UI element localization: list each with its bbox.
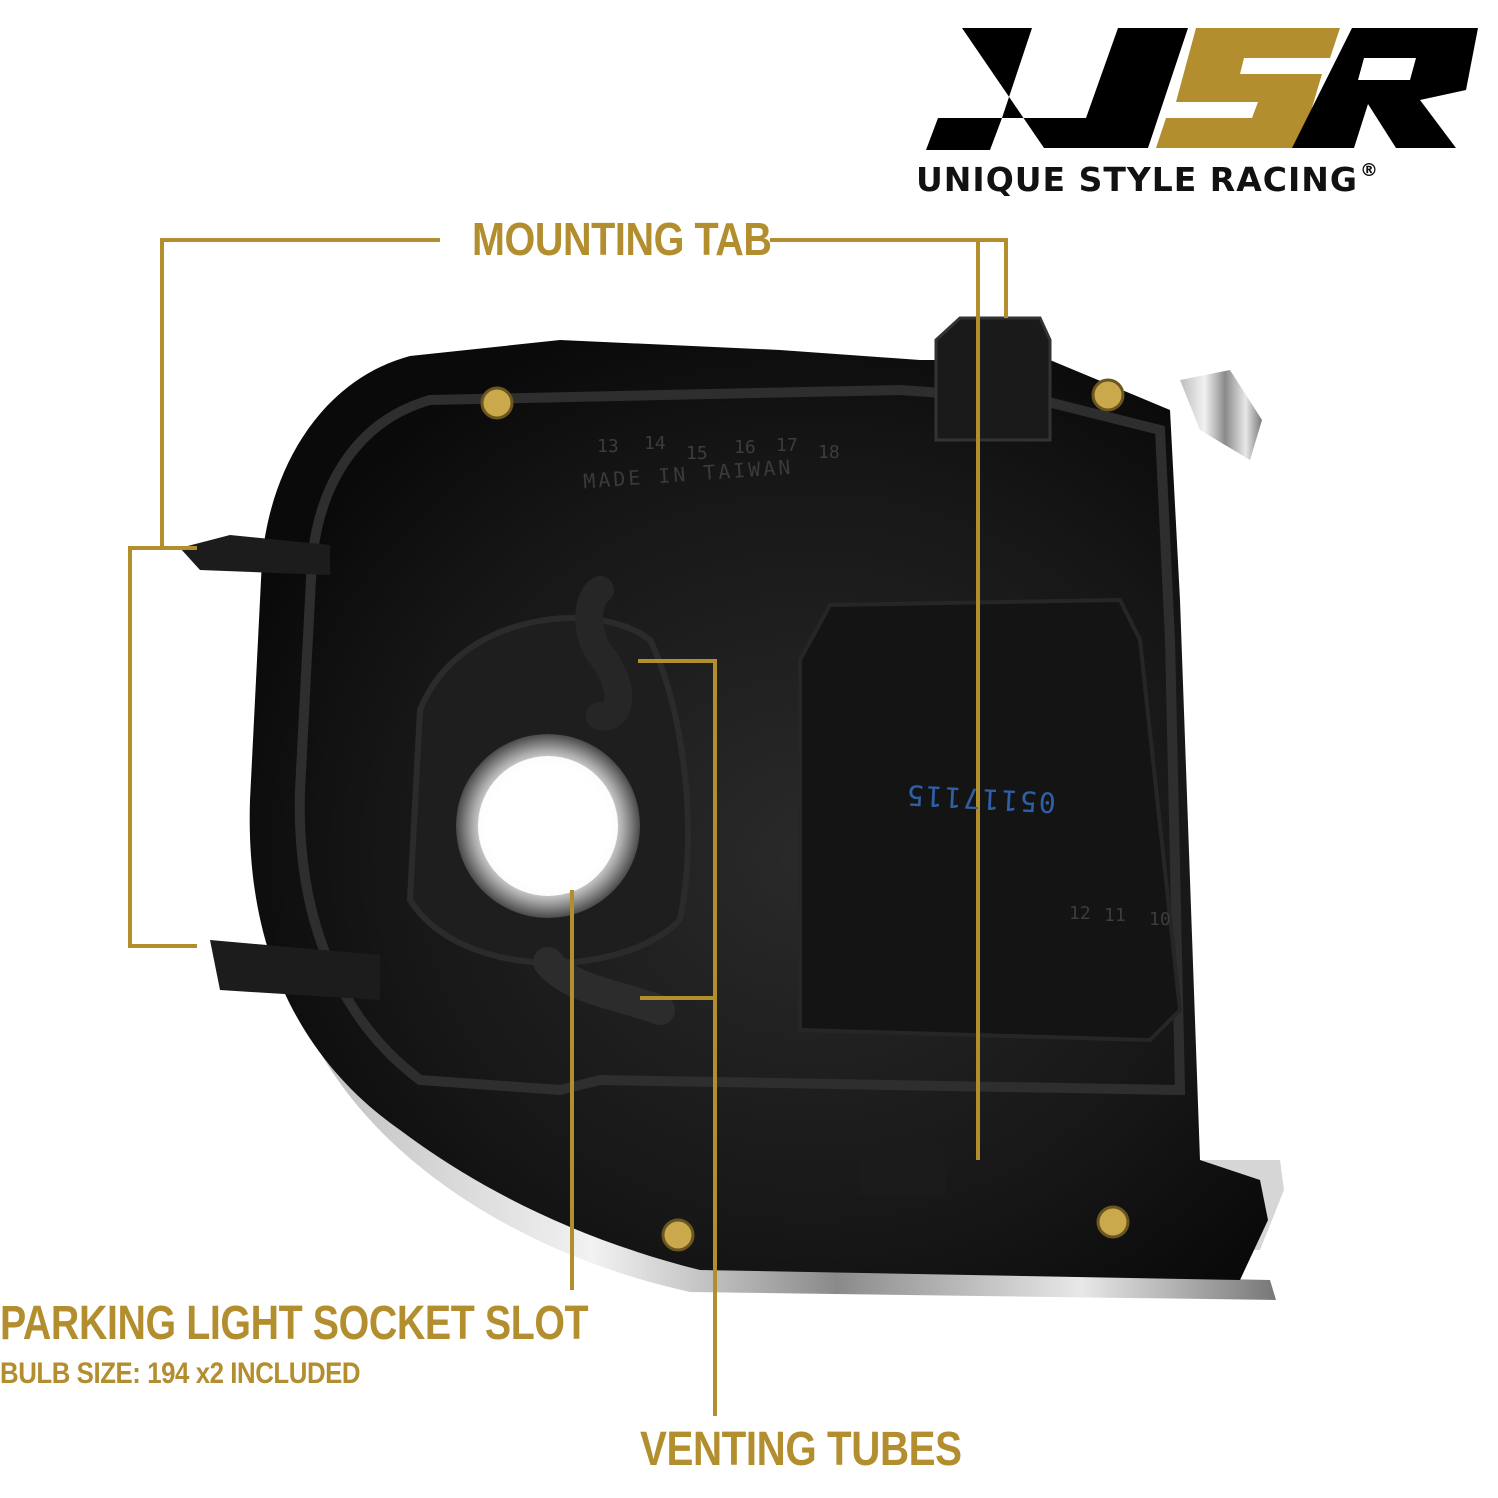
svg-text:18: 18 — [818, 442, 840, 463]
svg-text:10: 10 — [1149, 909, 1171, 930]
lower-vent-tube — [533, 947, 675, 1025]
svg-text:15: 15 — [686, 443, 708, 464]
venting-tubes-label: VENTING TUBES — [640, 1423, 962, 1476]
mounting-tab-label: MOUNTING TAB — [472, 213, 772, 265]
mold-numbers: 13 14 15 16 17 18 12 11 10 — [597, 433, 1171, 930]
svg-text:11: 11 — [1104, 905, 1126, 926]
parking-light-label: PARKING LIGHT SOCKET SLOT — [0, 1297, 589, 1350]
mounting-tabs — [180, 316, 1052, 1195]
brand-name: UNIQUE STYLE RACING — [916, 160, 1358, 199]
svg-text:17: 17 — [776, 435, 798, 456]
svg-text:14: 14 — [644, 433, 666, 454]
registered-symbol: ® — [1359, 160, 1379, 181]
bulb-size-label: BULB SIZE: 194 x2 INCLUDED — [0, 1357, 361, 1390]
upper-vent-tube — [575, 576, 633, 731]
svg-text:13: 13 — [597, 436, 619, 457]
brand-wordmark: UNIQUE STYLE RACING® — [916, 160, 1476, 199]
callout-lines — [128, 238, 1008, 1416]
screws — [480, 378, 1130, 1252]
svg-text:12: 12 — [1069, 903, 1091, 924]
svg-text:16: 16 — [734, 437, 756, 458]
usr-logo-mark — [926, 28, 1478, 150]
